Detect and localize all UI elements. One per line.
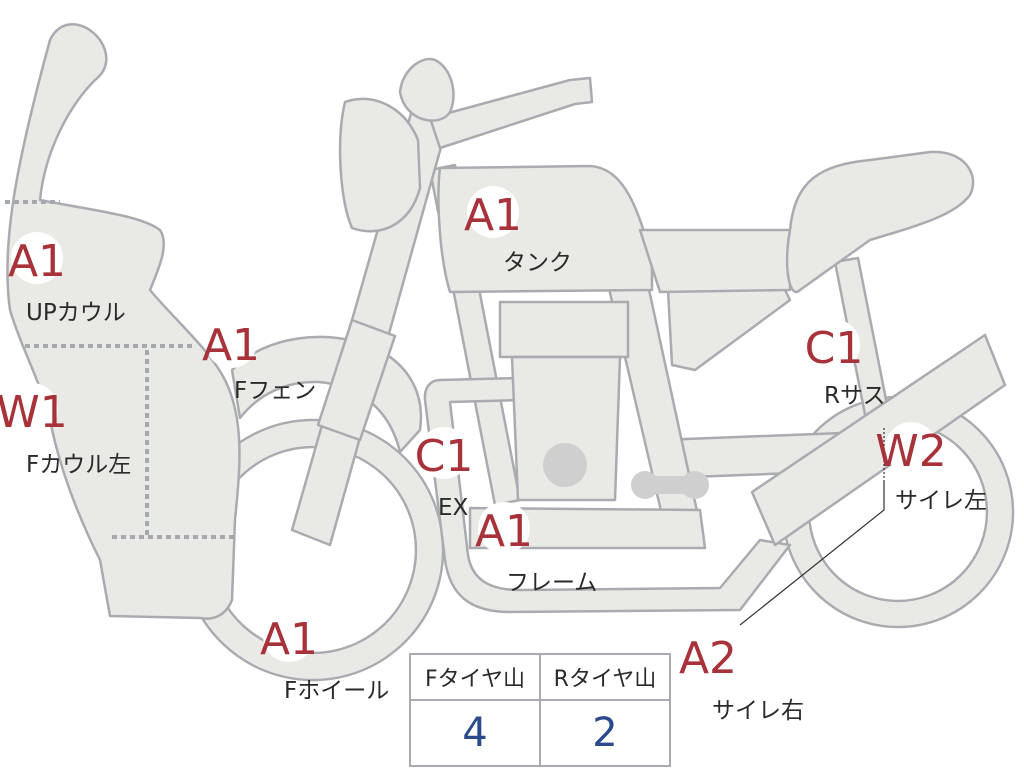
rear-tire-value: 2 <box>539 699 671 767</box>
headlight <box>338 97 422 233</box>
grade-label: A1 <box>8 236 66 287</box>
muffler-right-leader <box>739 480 885 626</box>
marker-r-sus: C1 Rサス <box>805 319 886 409</box>
marker-muffler-left: W2 サイレ左 <box>875 422 987 514</box>
grade-label: W1 <box>0 387 68 438</box>
part-label: Rサス <box>824 383 886 409</box>
cowl-panel-lines <box>5 200 235 539</box>
marker-f-fender: A1 Fフェン <box>202 316 316 404</box>
part-label: UPカウル <box>26 300 126 326</box>
engine <box>498 300 630 502</box>
marker-frame: A1 フレーム <box>475 502 597 596</box>
marker-tank: A1 タンク <box>464 186 572 276</box>
front-cowl <box>6 23 241 620</box>
marker-f-wheel: A1 Fホイール <box>260 610 389 704</box>
marker-f-cowl-left: W1 Fカウル左 <box>0 383 131 478</box>
grade-label: A1 <box>475 506 533 557</box>
tire-table-value-row: 4 2 <box>409 699 671 767</box>
grade-label: A1 <box>260 614 318 665</box>
tire-tread-table: Fタイヤ山 Rタイヤ山 4 2 <box>409 653 671 767</box>
part-label: タンク <box>503 250 572 276</box>
part-label: Fカウル左 <box>26 452 131 478</box>
part-label: サイレ右 <box>712 698 804 724</box>
grade-label: C1 <box>805 323 864 374</box>
fork-guard <box>316 318 397 442</box>
part-label: Fホイール <box>284 678 389 704</box>
grade-label: A1 <box>202 320 260 371</box>
seat <box>638 228 792 294</box>
footpeg <box>631 471 709 499</box>
rear-tire-header: Rタイヤ山 <box>539 653 671 701</box>
grade-label: W2 <box>875 426 947 477</box>
front-tire-header: Fタイヤ山 <box>409 653 541 701</box>
handlebar <box>428 76 594 150</box>
marker-ex: C1 EX <box>415 427 474 521</box>
part-label: EX <box>438 495 469 521</box>
front-tire-value: 4 <box>409 699 541 767</box>
part-label: Fフェン <box>234 378 316 404</box>
part-label: フレーム <box>506 570 597 596</box>
side-panel <box>666 278 792 372</box>
marker-muffler-right: A2 サイレ右 <box>679 629 804 724</box>
marker-up-cowl: A1 UPカウル <box>8 232 126 326</box>
exhaust-pipes <box>423 376 792 614</box>
grade-label: A2 <box>679 633 737 684</box>
part-label: サイレ左 <box>895 488 987 514</box>
grade-label: A1 <box>464 190 522 241</box>
rear-seat <box>785 150 975 294</box>
tire-table-header-row: Fタイヤ山 Rタイヤ山 <box>409 653 671 701</box>
grade-label: C1 <box>415 431 474 482</box>
muffler <box>750 333 1007 547</box>
mirror <box>398 57 455 122</box>
